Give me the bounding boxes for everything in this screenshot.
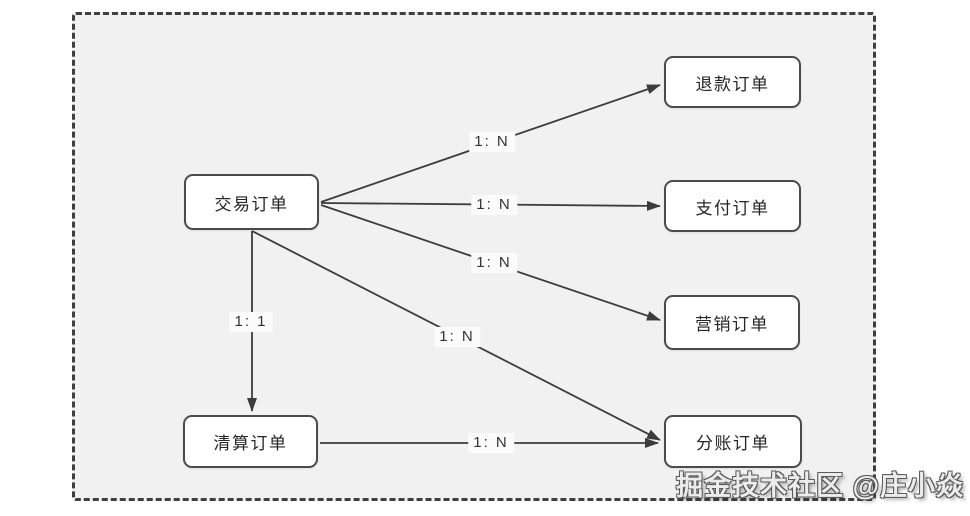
edge-label-clearing-split: 1: N — [468, 433, 514, 453]
node-clearing-order: 清算订单 — [183, 415, 318, 468]
edge-label-trade-refund: 1: N — [469, 132, 515, 152]
edge-label-trade-clearing: 1: 1 — [229, 312, 273, 332]
node-trade-order: 交易订单 — [184, 174, 319, 230]
node-payment-order: 支付订单 — [664, 180, 801, 232]
node-refund-order-label: 退款订单 — [695, 74, 770, 94]
node-payment-order-label: 支付订单 — [695, 198, 770, 218]
node-marketing-order-label: 营销订单 — [695, 315, 769, 334]
node-split-order-label: 分账订单 — [696, 434, 770, 453]
node-clearing-order-label: 清算订单 — [213, 434, 288, 453]
edge-label-trade-split: 1: N — [434, 327, 480, 347]
node-trade-order-label: 交易订单 — [214, 194, 289, 214]
node-marketing-order: 营销订单 — [664, 295, 800, 350]
node-split-order: 分账订单 — [664, 415, 802, 468]
edge-label-trade-payment: 1: N — [471, 195, 517, 215]
watermark: 掘金技术社区 @庄小焱 — [676, 471, 964, 501]
node-refund-order: 退款订单 — [664, 56, 801, 108]
edge-label-trade-marketing: 1: N — [471, 253, 517, 273]
